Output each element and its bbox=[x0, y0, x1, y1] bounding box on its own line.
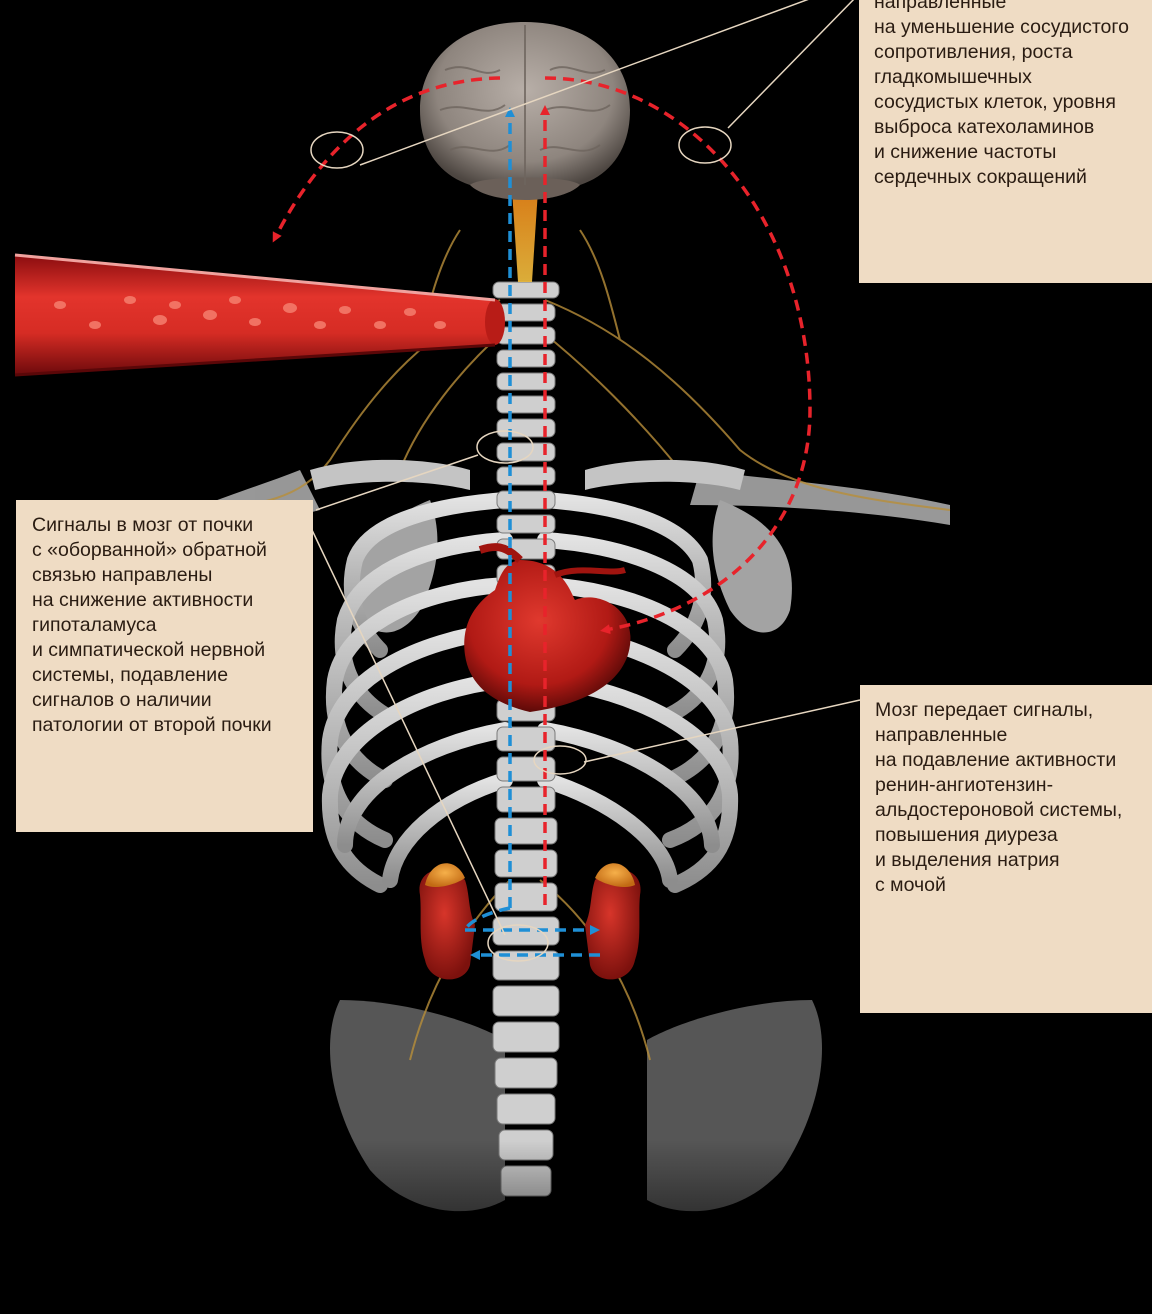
callout-text-line: системы, подавление bbox=[32, 663, 313, 688]
spine-icon bbox=[493, 282, 559, 1196]
callout-text-line: гипоталамуса bbox=[32, 613, 313, 638]
callout-text-line: Мозг передает сигналы, bbox=[875, 698, 1152, 723]
callout-text-line: направленные bbox=[874, 0, 1152, 15]
callout-right: Мозг передает сигналы, направленные на п… bbox=[860, 685, 1152, 1013]
callout-text-line: альдостероновой системы, bbox=[875, 798, 1152, 823]
callout-left: Сигналы в мозг от почки с «оборванной» о… bbox=[16, 500, 313, 832]
callout-text-line: и выделения натрия bbox=[875, 848, 1152, 873]
callout-text-line: и снижение частоты bbox=[874, 140, 1152, 165]
callout-text-line: с «оборванной» обратной bbox=[32, 538, 313, 563]
callout-text-line: с мочой bbox=[875, 873, 1152, 898]
callout-text-line: на снижение активности bbox=[32, 588, 313, 613]
callout-text-line: связью направлены bbox=[32, 563, 313, 588]
bottom-fade bbox=[0, 1140, 1152, 1314]
leader-line bbox=[728, 0, 858, 128]
callout-text-line: выброса катехоламинов bbox=[874, 115, 1152, 140]
callout-text-line: сосудистых клеток, уровня bbox=[874, 90, 1152, 115]
callout-text-line: ренин-ангиотензин- bbox=[875, 773, 1152, 798]
callout-text-line: гладкомышечных bbox=[874, 65, 1152, 90]
callout-text-line: сигналов о наличии bbox=[32, 688, 313, 713]
callout-text-line: и симпатической нервной bbox=[32, 638, 313, 663]
callout-text-line: на уменьшение сосудистого bbox=[874, 15, 1152, 40]
callout-text-line: направленные bbox=[875, 723, 1152, 748]
callout-text-line: патологии от второй почки bbox=[32, 713, 313, 738]
callout-text-line: повышения диуреза bbox=[875, 823, 1152, 848]
brain-icon bbox=[420, 22, 630, 200]
callout-text-line: на подавление активности bbox=[875, 748, 1152, 773]
callout-text-line: Сигналы в мозг от почки bbox=[32, 513, 313, 538]
highlight-ellipse bbox=[679, 127, 731, 163]
spinal-cord bbox=[512, 190, 538, 282]
blood-vessel-icon bbox=[15, 255, 505, 375]
callout-top: направленные на уменьшение сосудистого с… bbox=[859, 0, 1152, 283]
callout-text-line: сопротивления, роста bbox=[874, 40, 1152, 65]
callout-text-line: сердечных сокращений bbox=[874, 165, 1152, 190]
